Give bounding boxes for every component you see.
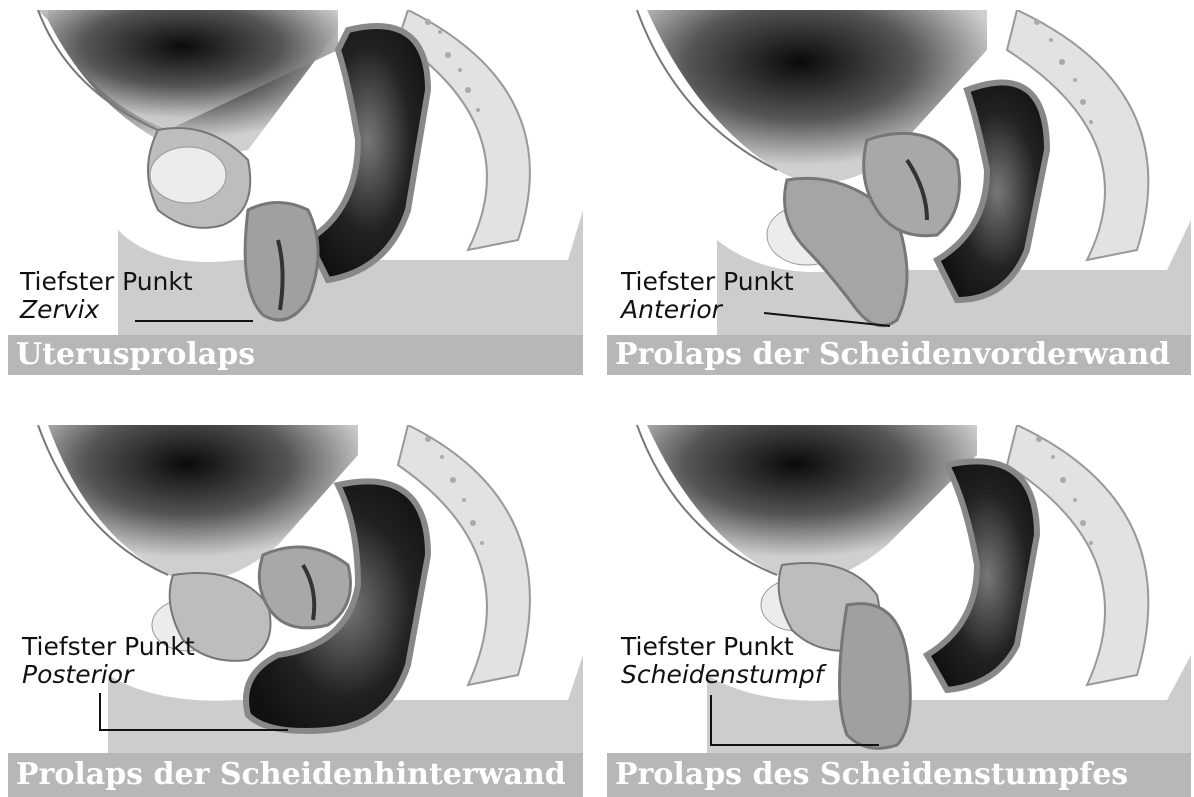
label-location: Posterior — [22, 661, 195, 689]
uterus — [259, 547, 350, 628]
lowest-point-label: Tiefster Punkt Anterior — [621, 268, 794, 324]
pubic-bone — [150, 147, 226, 203]
panel-caption: Prolaps der Scheidenvorderwand — [607, 335, 1191, 375]
panel-caption: Prolaps des Scheidenstumpfes — [607, 753, 1191, 797]
panel-scheidenstumpf: Tiefster Punkt Scheidenstumpf Prolaps de… — [607, 425, 1191, 797]
panel-caption: Prolaps der Scheidenhinterwand — [8, 753, 583, 797]
panel-scheidenvorderwand: Tiefster Punkt Anterior Prolaps der Sche… — [607, 10, 1191, 375]
anatomy-illustration — [8, 425, 583, 797]
label-title: Tiefster Punkt — [621, 633, 824, 661]
label-title: Tiefster Punkt — [621, 268, 794, 296]
label-location: Anterior — [621, 296, 794, 324]
label-location: Scheidenstumpf — [621, 661, 824, 689]
label-title: Tiefster Punkt — [20, 268, 193, 296]
panel-uterusprolaps: Tiefster Punkt Zervix Uterusprolaps — [8, 10, 583, 375]
panel-caption: Uterusprolaps — [8, 335, 583, 375]
label-location: Zervix — [20, 296, 193, 324]
lowest-point-label: Tiefster Punkt Zervix — [20, 268, 193, 324]
label-title: Tiefster Punkt — [22, 633, 195, 661]
lowest-point-label: Tiefster Punkt Posterior — [22, 633, 195, 689]
anatomy-illustration — [607, 425, 1191, 797]
lowest-point-label: Tiefster Punkt Scheidenstumpf — [621, 633, 824, 689]
panel-scheidenhinterwand: Tiefster Punkt Posterior Prolaps der Sch… — [8, 425, 583, 797]
